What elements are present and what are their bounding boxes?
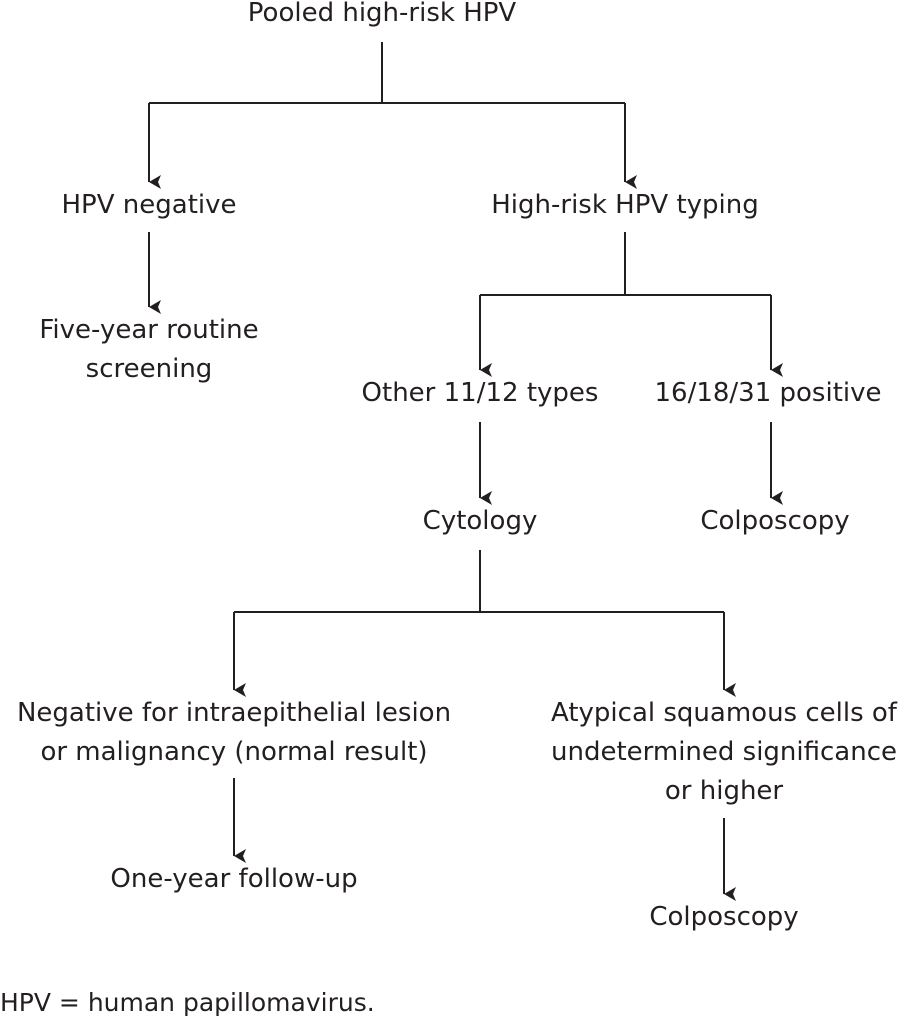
node-routine-screening: Five-year routine screening [39, 311, 258, 389]
node-hpv-negative: HPV negative [62, 186, 237, 225]
node-line: Pooled high-risk HPV [247, 0, 517, 28]
node-line: Negative for intraepithelial lesion [16, 698, 452, 728]
node-line: screening [85, 354, 213, 384]
node-colposcopy-ascus: Colposcopy [649, 898, 798, 937]
node-line: Atypical squamous cells of [551, 698, 897, 728]
node-16-18-31-positive: 16/18/31 positive [654, 374, 881, 413]
node-line: or malignancy (normal result) [40, 737, 428, 767]
node-one-year-follow-up: One-year follow-up [110, 860, 357, 899]
node-cytology: Cytology [423, 502, 538, 541]
node-nilm: Negative for intraepithelial lesion or ma… [17, 694, 451, 772]
node-pooled-hpv: Pooled high-risk HPV [248, 0, 516, 33]
node-line: Other 11/12 types [361, 378, 599, 408]
node-line: Colposcopy [700, 506, 850, 536]
node-colposcopy-positive: Colposcopy [700, 502, 849, 541]
node-line: 16/18/31 positive [654, 378, 882, 408]
node-line: High-risk HPV typing [491, 190, 759, 220]
node-line: Cytology [422, 506, 538, 536]
node-line: One-year follow-up [110, 864, 358, 894]
node-other-types: Other 11/12 types [362, 374, 599, 413]
footnote: HPV = human papillomavirus. [0, 988, 375, 1017]
node-ascus: Atypical squamous cells of undetermined s… [551, 694, 897, 811]
node-line: Five-year routine [39, 315, 259, 345]
node-line: undetermined significance [550, 737, 898, 767]
node-line: or higher [664, 776, 784, 806]
node-line: Colposcopy [649, 902, 799, 932]
node-line: HPV negative [61, 190, 237, 220]
node-hpv-typing: High-risk HPV typing [491, 186, 759, 225]
